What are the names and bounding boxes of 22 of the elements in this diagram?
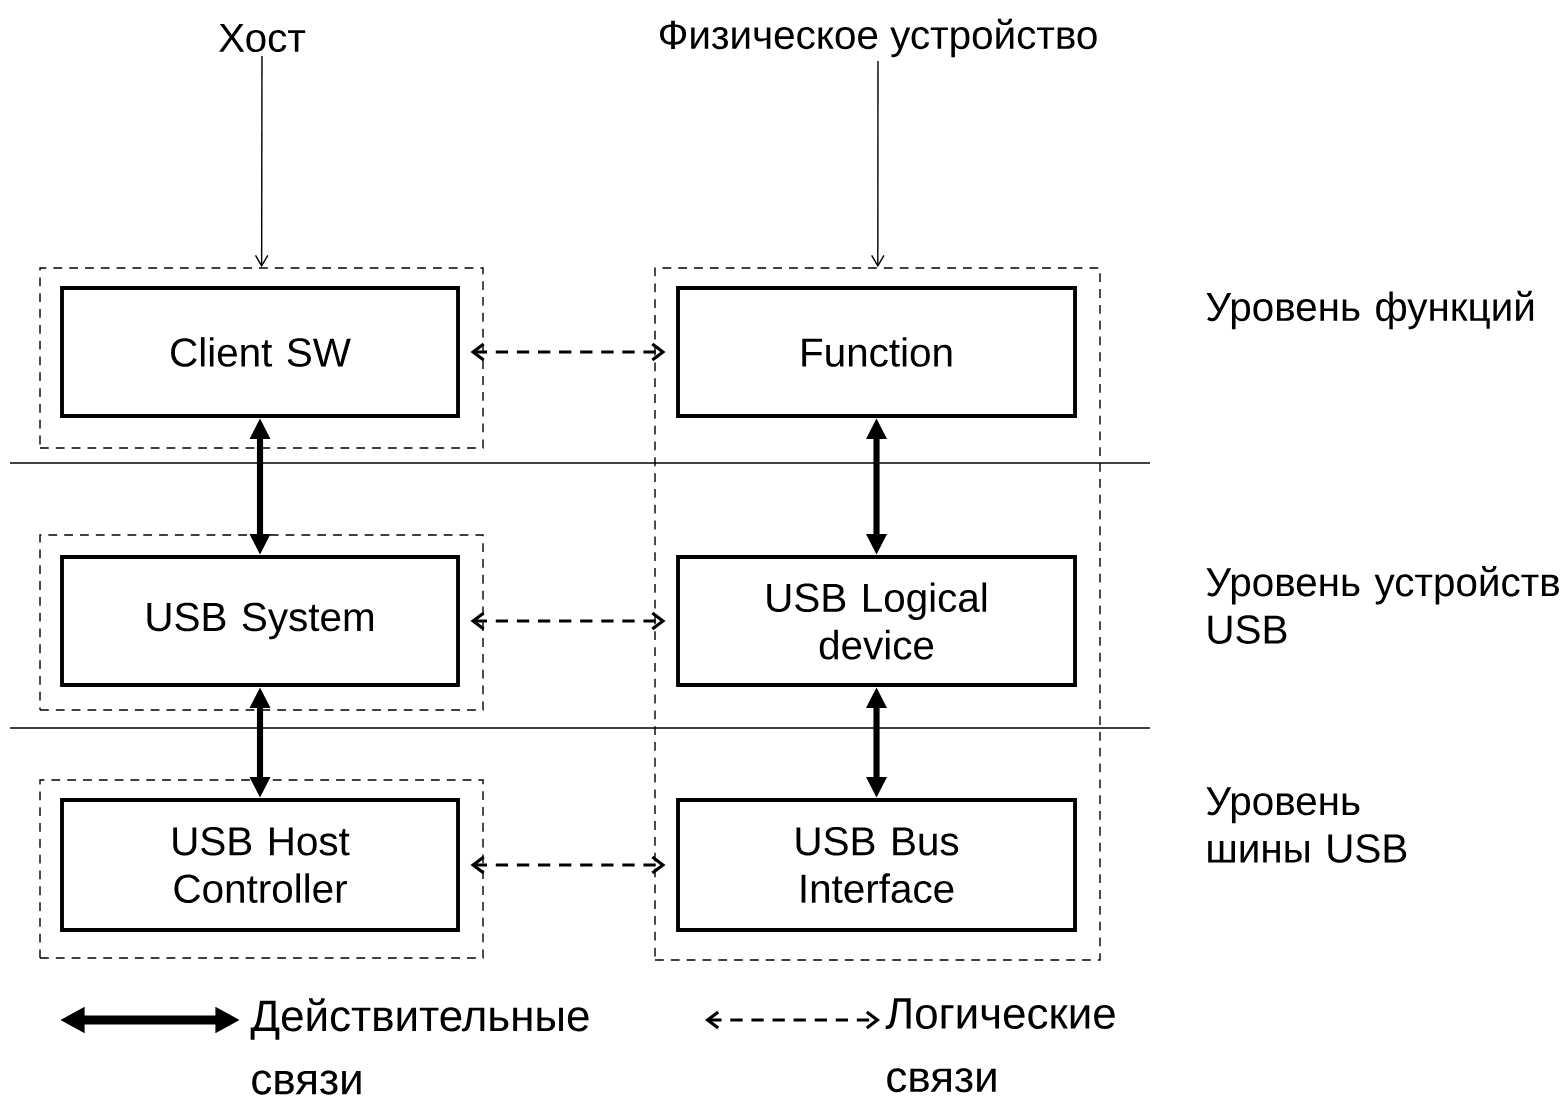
legend-text: Логические связи — [885, 998, 1115, 1093]
dashed-group-box — [654, 267, 1101, 961]
arrow — [870, 60, 885, 268]
arrow — [470, 342, 666, 362]
process-box: USB Host Controller — [60, 798, 460, 932]
process-box: Function — [676, 286, 1077, 418]
dashed-group-box — [39, 779, 484, 959]
heading-text: Хост — [219, 23, 306, 53]
level-label: Уровень шины USB — [1206, 787, 1407, 863]
level-label: Уровень функций — [1206, 290, 1534, 330]
process-box: Client SW — [60, 286, 460, 418]
arrow — [254, 55, 269, 268]
heading-text: Физическое устройство — [660, 18, 1097, 58]
arrow — [470, 855, 666, 875]
dashed-group-box — [39, 534, 484, 711]
arrow — [470, 611, 666, 631]
legend-text: Действительные связи — [250, 998, 589, 1095]
dashed-group-box — [39, 267, 484, 449]
level-label: Уровень устройств USB — [1206, 566, 1559, 644]
process-box: USB System — [60, 555, 460, 687]
process-box: USB Logical device — [676, 555, 1077, 687]
process-box: USB Bus Interface — [676, 798, 1077, 932]
